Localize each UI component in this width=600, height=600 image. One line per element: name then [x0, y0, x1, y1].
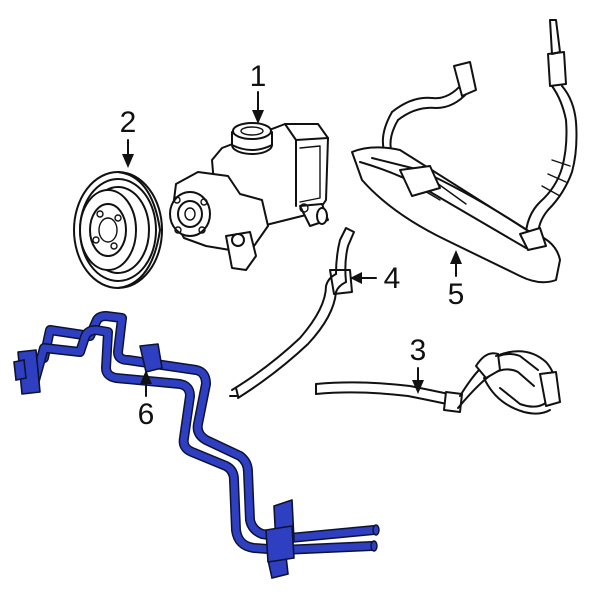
callout-label-1: 1 [250, 60, 267, 93]
callout-6: 6 [138, 370, 155, 431]
supply-hose[interactable] [229, 227, 355, 399]
callout-4: 4 [350, 262, 400, 295]
callout-1: 1 [250, 60, 267, 124]
callout-label-2: 2 [120, 106, 137, 139]
callout-5: 5 [448, 250, 465, 311]
callout-label-5: 5 [448, 278, 465, 311]
pulley[interactable] [73, 171, 163, 289]
power-steering-pump[interactable] [169, 122, 329, 271]
callout-label-6: 6 [138, 398, 155, 431]
cooler-line[interactable] [13, 311, 380, 579]
callout-2: 2 [120, 106, 137, 168]
callout-label-3: 3 [410, 334, 427, 367]
callout-label-4: 4 [384, 262, 401, 295]
return-hose[interactable] [315, 350, 561, 415]
callout-3: 3 [410, 334, 427, 394]
pressure-hose[interactable] [351, 19, 578, 284]
